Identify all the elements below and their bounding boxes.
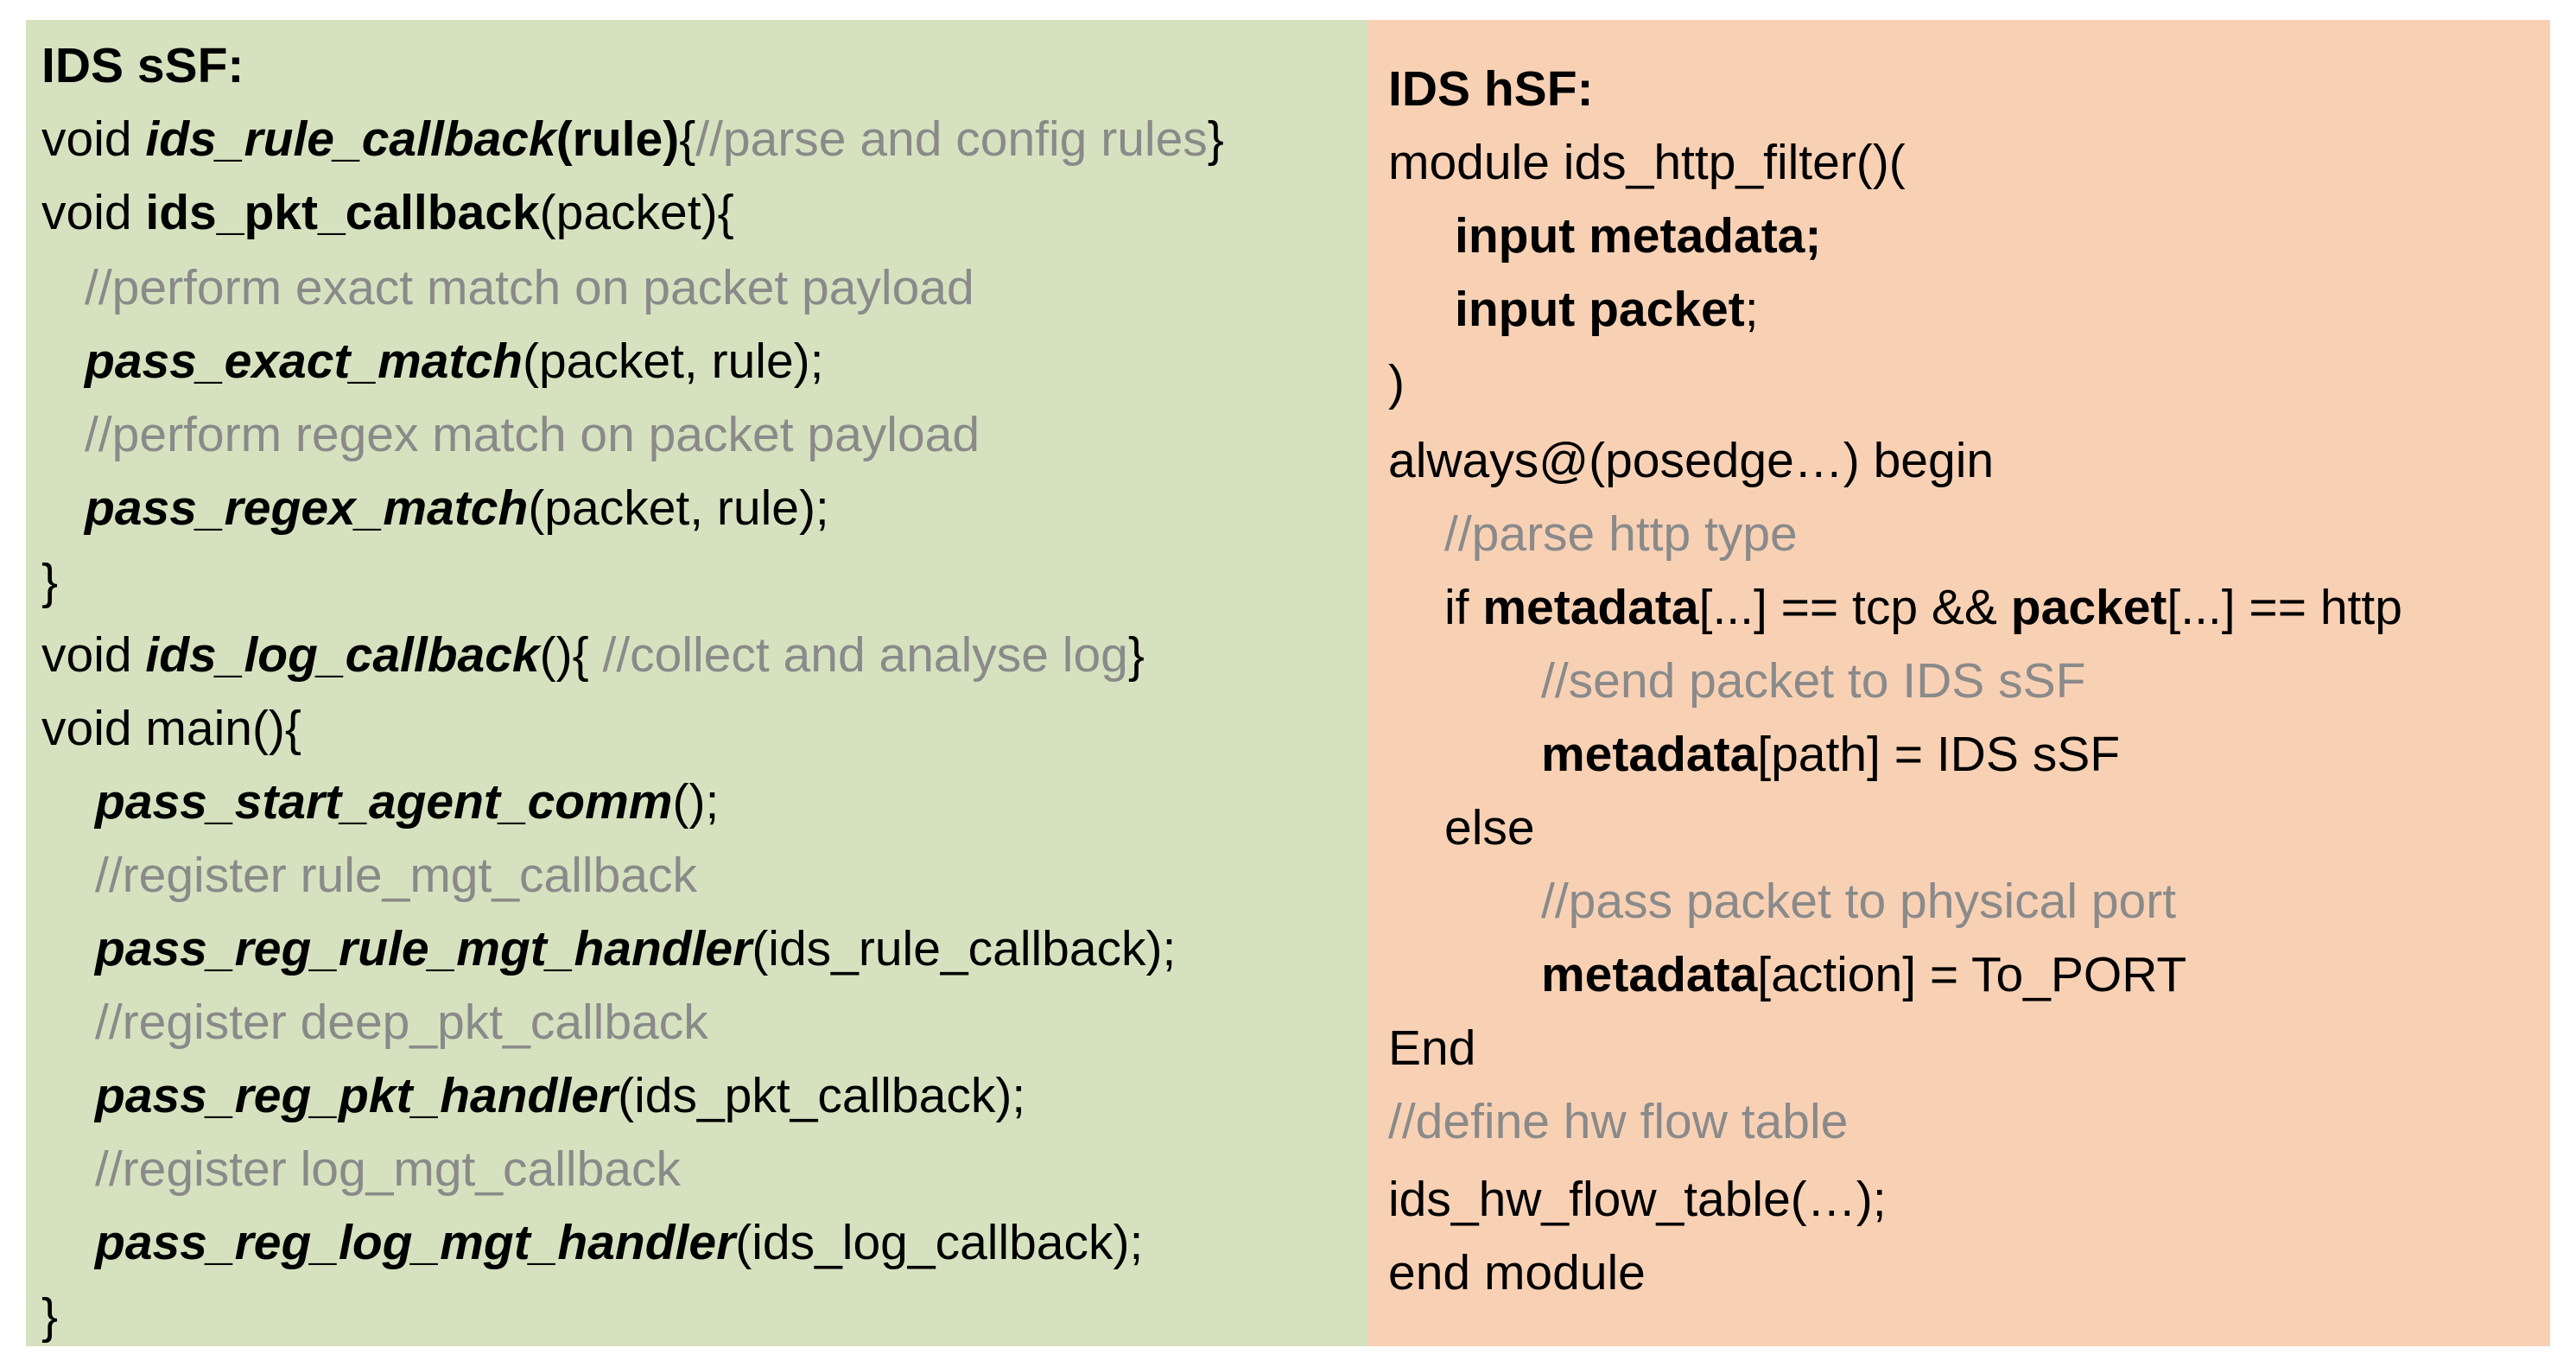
comment-define-table: //define hw flow table (1388, 1094, 1849, 1149)
ids-ssf-code-panel: IDS sSF: void ids_rule_callback(rule){//… (26, 20, 1368, 1346)
log-callback-paren: (){ (539, 627, 603, 683)
hsf-heading: IDS hSF: (1388, 61, 1594, 117)
ident-metadata: metadata (1482, 580, 1699, 635)
exact-match-args: (packet, rule); (523, 334, 824, 389)
start-agent-line: pass_start_agent_comm(); (26, 772, 719, 832)
reg-log-handler-line: pass_reg_log_mgt_handler(ids_log_callbac… (26, 1212, 1143, 1273)
ident-metadata: metadata (1541, 727, 1758, 782)
main-decl-line: void main(){ (41, 701, 301, 756)
fn-ids-rule-callback: ids_rule_callback (145, 111, 556, 167)
fn-pass-regex-match: pass_regex_match (85, 480, 529, 536)
kw-void: void (41, 627, 146, 683)
metadata-path-rest: [path] = IDS sSF (1757, 727, 2121, 782)
regex-match-args: (packet, rule); (528, 480, 829, 536)
ident-packet: packet (2010, 580, 2167, 635)
comment-exact-match: //perform exact match on packet payload (85, 260, 974, 315)
fn-pass-reg-pkt-handler: pass_reg_pkt_handler (95, 1068, 619, 1123)
else-line: else (1444, 800, 1535, 855)
end-line: End (1388, 1020, 1476, 1076)
args-rule: (rule) (555, 111, 680, 167)
comment-register-log: //register log_mgt_callback (95, 1141, 681, 1197)
input-packet-line: input packet; (1368, 279, 1759, 340)
comment-send-packet: //send packet to IDS sSF (1541, 653, 2086, 709)
hw-flow-table-line: ids_hw_flow_table(…); (1388, 1172, 1887, 1227)
ident-metadata: metadata (1541, 947, 1758, 1002)
ssf-heading: IDS sSF: (41, 38, 244, 93)
regex-match-line: pass_regex_match(packet, rule); (26, 478, 829, 538)
comment-regex-match: //perform regex match on packet payload (85, 407, 980, 462)
pkt-callback-line: void ids_pkt_callback(packet){ (26, 182, 734, 243)
fn-pass-start-agent-comm: pass_start_agent_comm (95, 774, 673, 830)
comment-parse-http: //parse http type (1444, 506, 1798, 562)
reg-rule-handler-line: pass_reg_rule_mgt_handler(ids_rule_callb… (26, 919, 1176, 979)
comment-parse-rules: //parse and config rules (695, 111, 1208, 167)
closing-brace-2: } (41, 1288, 59, 1344)
brace-close: } (1127, 627, 1145, 683)
fn-pass-exact-match: pass_exact_match (85, 334, 523, 389)
kw-if: if (1444, 580, 1483, 635)
pkt-callback-args: (packet){ (539, 185, 734, 240)
log-callback-line: void ids_log_callback(){ //collect and a… (26, 625, 1145, 685)
comment-collect-log: //collect and analyse log (602, 627, 1128, 683)
comment-register-pkt: //register deep_pkt_callback (95, 995, 708, 1050)
fn-ids-pkt-callback: ids_pkt_callback (145, 185, 540, 240)
start-agent-args: (); (672, 774, 720, 830)
fn-ids-log-callback: ids_log_callback (145, 627, 540, 683)
paren-close-line: ) (1388, 355, 1405, 410)
input-metadata-line: input metadata; (1455, 208, 1822, 264)
if-condition-mid: [...] == tcp && (1698, 580, 2011, 635)
reg-pkt-handler-line: pass_reg_pkt_handler(ids_pkt_callback); (26, 1065, 1025, 1126)
reg-rule-handler-args: (ids_rule_callback); (752, 921, 1177, 976)
rule-callback-line: void ids_rule_callback(rule){//parse and… (26, 109, 1224, 169)
reg-log-handler-args: (ids_log_callback); (735, 1215, 1144, 1270)
if-condition-end: [...] == http (2167, 580, 2402, 635)
end-module-line: end module (1388, 1245, 1646, 1300)
always-line: always@(posedge…) begin (1388, 433, 1995, 488)
module-decl-line: module ids_http_filter()( (1388, 135, 1906, 190)
fn-pass-reg-log-mgt-handler: pass_reg_log_mgt_handler (95, 1215, 736, 1270)
brace-open: { (679, 111, 696, 167)
metadata-path-line: metadata[path] = IDS sSF (1368, 724, 2120, 785)
exact-match-line: pass_exact_match(packet, rule); (26, 331, 823, 391)
input-packet-kw: input packet (1455, 282, 1745, 337)
metadata-action-rest: [action] = To_PORT (1757, 947, 2187, 1002)
input-packet-semicolon: ; (1744, 282, 1759, 337)
reg-pkt-handler-args: (ids_pkt_callback); (618, 1068, 1026, 1123)
fn-pass-reg-rule-mgt-handler: pass_reg_rule_mgt_handler (95, 921, 752, 976)
kw-void: void (41, 185, 146, 240)
if-condition-line: if metadata[...] == tcp && packet[...] =… (1368, 577, 2402, 638)
comment-pass-packet: //pass packet to physical port (1541, 874, 2177, 929)
brace-close: } (1207, 111, 1224, 167)
ids-hsf-code-panel: IDS hSF: module ids_http_filter()( input… (1368, 20, 2550, 1346)
comment-register-rule: //register rule_mgt_callback (95, 848, 697, 903)
metadata-action-line: metadata[action] = To_PORT (1368, 944, 2186, 1005)
closing-brace-1: } (41, 554, 59, 609)
kw-void: void (41, 111, 146, 167)
